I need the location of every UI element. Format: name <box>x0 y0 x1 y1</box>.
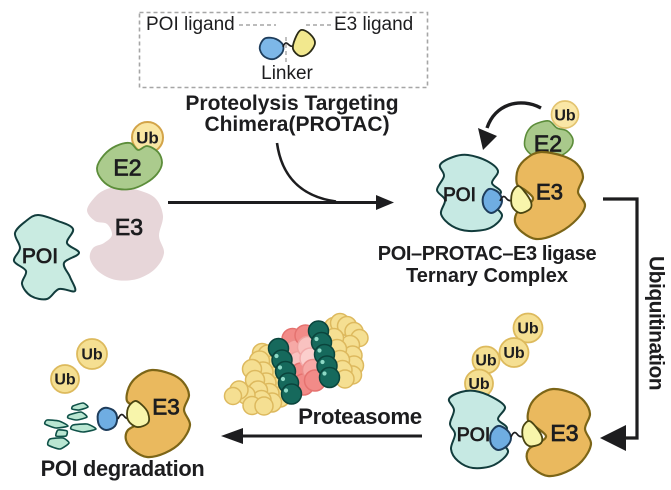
svg-text:Proteasome: Proteasome <box>298 404 422 429</box>
svg-text:Ub: Ub <box>503 345 525 362</box>
svg-text:E3: E3 <box>550 420 578 446</box>
svg-text:Chimera(PROTAC): Chimera(PROTAC) <box>204 113 389 136</box>
svg-text:Ub: Ub <box>475 353 497 370</box>
svg-text:Ub: Ub <box>136 129 159 148</box>
svg-text:E3: E3 <box>536 180 563 205</box>
svg-text:E3: E3 <box>152 395 180 420</box>
svg-text:POI: POI <box>457 424 491 446</box>
svg-text:POI: POI <box>22 245 58 268</box>
svg-text:Ubiquitination: Ubiquitination <box>645 256 668 390</box>
svg-text:Linker: Linker <box>261 63 313 84</box>
svg-text:POI–PROTAC–E3 ligase: POI–PROTAC–E3 ligase <box>378 243 597 265</box>
svg-text:E3: E3 <box>115 214 143 240</box>
svg-text:Proteolysis Targeting: Proteolysis Targeting <box>185 92 398 115</box>
svg-text:Ub: Ub <box>81 347 103 364</box>
svg-text:Ub: Ub <box>517 321 539 338</box>
svg-text:Ub: Ub <box>54 372 76 389</box>
svg-text:Ub: Ub <box>468 376 490 393</box>
svg-text:Ub: Ub <box>554 108 576 125</box>
svg-text:POI ligand: POI ligand <box>146 14 235 35</box>
svg-text:E3 ligand: E3 ligand <box>334 14 413 35</box>
svg-text:E2: E2 <box>113 155 141 181</box>
svg-text:Ternary Complex: Ternary Complex <box>406 265 568 287</box>
svg-text:POI: POI <box>443 185 476 206</box>
svg-text:POI degradation: POI degradation <box>41 456 205 481</box>
